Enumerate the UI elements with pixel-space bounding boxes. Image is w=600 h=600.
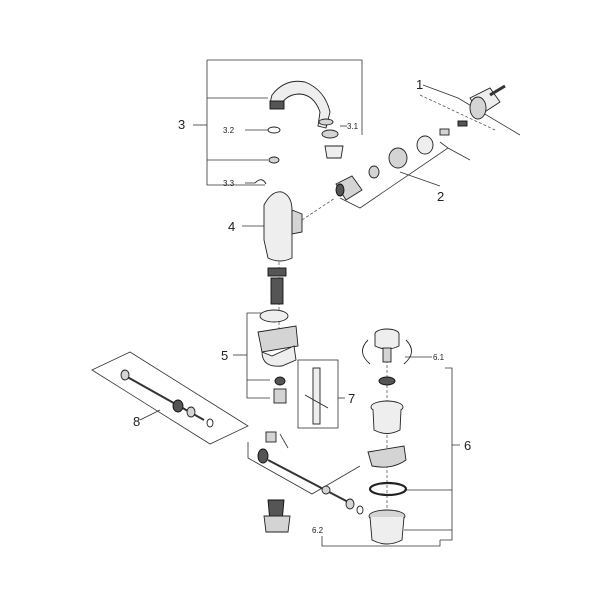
lift-rod-set (297, 359, 345, 429)
callout-labels: 3 3.2 3.3 3.1 4 1 2 5 7 8 6.1 6 6.2 (133, 77, 471, 535)
oring-3-3a (268, 156, 280, 164)
handle-cap (469, 96, 487, 120)
leader-1 (422, 84, 521, 136)
bracket-3 (206, 59, 363, 186)
handle-assembly (419, 84, 521, 136)
horseshoe-washer (257, 325, 299, 353)
spout (269, 80, 331, 129)
callout-4: 4 (228, 219, 235, 234)
callout-5: 5 (221, 348, 228, 363)
bracket-6-2 (321, 536, 441, 547)
threaded-rod (270, 277, 284, 305)
callout-3-1: 3.1 (347, 122, 359, 131)
callout-6-2: 6.2 (312, 526, 324, 535)
drain-rod-set (91, 351, 249, 445)
box-8 (91, 351, 249, 445)
pivot-rod (267, 459, 353, 505)
callout-7: 7 (348, 391, 355, 406)
pivot-ball (257, 448, 269, 464)
waste-body (369, 516, 405, 545)
clip-3-3 (254, 179, 267, 185)
bracket-6 (440, 367, 460, 541)
leader-8 (139, 409, 161, 421)
callout-3: 3 (178, 117, 185, 132)
body (263, 191, 293, 262)
seal-ring (368, 481, 408, 497)
callout-6-1: 6.1 (433, 353, 445, 362)
lift-rod (312, 367, 321, 425)
box-7 (297, 359, 339, 429)
plug-stem (382, 347, 392, 363)
callout-3-3: 3.3 (223, 179, 235, 188)
nut (274, 376, 286, 386)
popup-lever-set (247, 431, 441, 547)
cartridge-nut (388, 147, 408, 169)
gasket-6 (367, 445, 407, 468)
cartridge-assembly (335, 135, 471, 209)
spout-assembly (193, 59, 363, 186)
faucet-body (242, 191, 336, 330)
cartridge-ring (368, 165, 380, 179)
washer-3-2 (267, 126, 281, 134)
spout-thread (269, 100, 285, 110)
mounting-set (233, 309, 299, 404)
body-cartridge-seat (291, 209, 303, 235)
aerator-ring (318, 118, 334, 126)
screw-1 (457, 120, 468, 127)
plug-seal (378, 376, 396, 386)
leader-2 (399, 171, 441, 187)
sleeve (273, 388, 287, 404)
gasket (259, 309, 289, 323)
callout-6: 6 (464, 438, 471, 453)
bracket-2 (339, 141, 471, 209)
callout-8: 8 (133, 414, 140, 429)
callout-2: 2 (437, 189, 444, 204)
cap-nut (416, 135, 434, 155)
callout-1: 1 (416, 77, 423, 92)
callout-3-2: 3.2 (223, 126, 235, 135)
waste-assembly (362, 328, 460, 545)
bracket-5 (246, 312, 270, 399)
aerator (324, 145, 344, 159)
rod-nut (267, 267, 287, 277)
